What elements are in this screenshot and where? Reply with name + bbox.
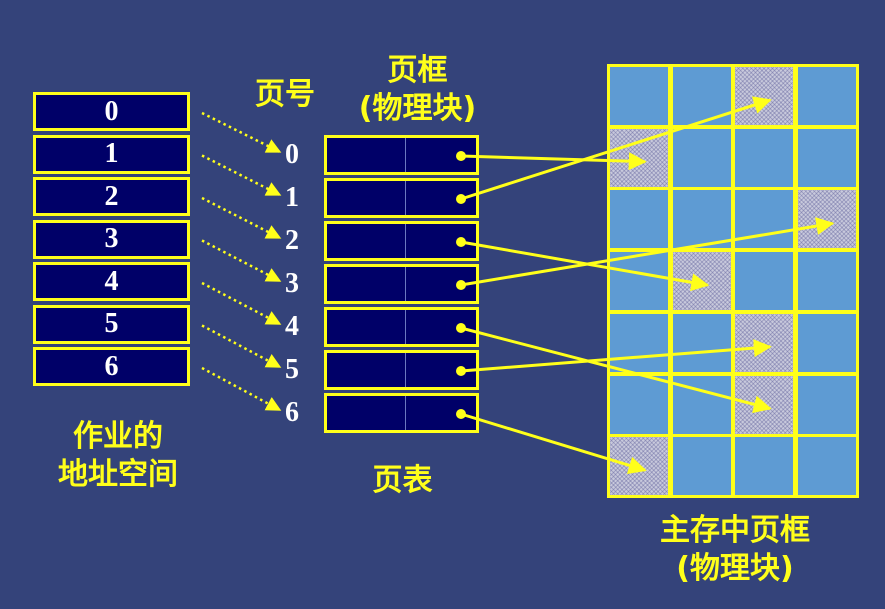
address-space-table: 0 1 2 3 4 5 6 bbox=[33, 92, 198, 392]
memory-frame-free bbox=[672, 375, 731, 434]
page-number-label: 6 bbox=[285, 397, 299, 428]
page-number-label: 5 bbox=[285, 354, 299, 385]
memory-frame-free bbox=[797, 437, 856, 496]
address-page-5: 5 bbox=[33, 304, 190, 344]
address-space-label: 作业的 地址空间 bbox=[28, 418, 208, 494]
page-table-row bbox=[324, 393, 479, 433]
address-page-number: 4 bbox=[104, 265, 119, 297]
memory-frame-free bbox=[610, 67, 668, 125]
page-table-row bbox=[324, 307, 479, 347]
memory-frame-free bbox=[672, 67, 731, 125]
memory-frame-free bbox=[672, 437, 731, 496]
address-page-3: 3 bbox=[33, 219, 190, 259]
page-number-dotted-arrow bbox=[201, 281, 282, 326]
memory-frame-free bbox=[797, 128, 856, 187]
page-table-title-line1: 页框 bbox=[387, 53, 448, 88]
page-number-dotted-arrow bbox=[201, 111, 282, 154]
memory-frame-free bbox=[672, 190, 731, 249]
memory-frame-occupied bbox=[735, 313, 793, 372]
page-table-row bbox=[324, 264, 479, 304]
page-table-row bbox=[324, 178, 479, 218]
page-number-label: 1 bbox=[285, 182, 299, 213]
memory-frame-free bbox=[672, 313, 731, 372]
page-table-row bbox=[324, 221, 479, 261]
main-memory-label-line1: 主存中页框 bbox=[660, 513, 810, 548]
address-space-label-line2: 地址空间 bbox=[58, 457, 178, 492]
memory-frame-free bbox=[735, 437, 793, 496]
address-page-4: 4 bbox=[33, 262, 190, 301]
memory-frame-occupied bbox=[735, 375, 793, 434]
memory-frame-free bbox=[735, 252, 793, 311]
page-number-label: 2 bbox=[285, 225, 299, 256]
page-number-label: 4 bbox=[285, 311, 299, 342]
address-space-label-line1: 作业的 bbox=[73, 419, 163, 454]
memory-frame-free bbox=[735, 128, 793, 187]
memory-frame-occupied bbox=[610, 128, 668, 187]
page-number-dotted-arrow bbox=[201, 196, 282, 240]
address-page-number: 0 bbox=[104, 95, 119, 127]
page-number-dotted-arrow bbox=[201, 366, 282, 412]
page-number-column: 0 1 2 3 4 5 6 bbox=[285, 135, 325, 435]
memory-frame-occupied bbox=[735, 67, 793, 125]
memory-frame-free bbox=[610, 313, 668, 372]
page-table-caption: 页表 bbox=[372, 463, 433, 498]
page-number-label: 0 bbox=[285, 139, 299, 170]
page-table-title-line2: (物理块) bbox=[358, 91, 477, 126]
memory-frame-free bbox=[797, 252, 856, 311]
memory-frame-free bbox=[610, 252, 668, 311]
memory-frame-free bbox=[610, 190, 668, 249]
address-page-number: 2 bbox=[104, 180, 119, 212]
address-page-6: 6 bbox=[33, 347, 190, 386]
memory-frame-free bbox=[797, 313, 856, 372]
page-number-label: 3 bbox=[285, 268, 299, 299]
memory-frame-occupied bbox=[610, 437, 668, 496]
address-page-number: 3 bbox=[104, 223, 119, 254]
page-table-row bbox=[324, 135, 479, 175]
address-page-number: 1 bbox=[104, 138, 119, 169]
page-number-dotted-arrow bbox=[201, 239, 282, 283]
page-table bbox=[324, 135, 484, 440]
memory-frame-occupied bbox=[672, 252, 731, 311]
memory-frame-free bbox=[610, 375, 668, 434]
main-memory-label-line2: (物理块) bbox=[676, 551, 794, 586]
page-number-dotted-arrow bbox=[201, 154, 282, 197]
address-page-1: 1 bbox=[33, 134, 190, 174]
address-page-0: 0 bbox=[33, 92, 190, 131]
page-number-dotted-arrow bbox=[201, 324, 282, 369]
memory-frame-occupied bbox=[797, 190, 856, 249]
address-page-number: 6 bbox=[104, 350, 119, 382]
main-memory-grid bbox=[607, 64, 859, 498]
memory-frame-free bbox=[672, 128, 731, 187]
page-number-title: 页号 bbox=[255, 77, 315, 112]
address-page-number: 5 bbox=[104, 308, 119, 339]
page-table-title: 页框 (物理块) bbox=[330, 52, 505, 128]
main-memory-label: 主存中页框 (物理块) bbox=[630, 512, 840, 588]
address-page-2: 2 bbox=[33, 177, 190, 216]
memory-frame-free bbox=[735, 190, 793, 249]
memory-frame-free bbox=[797, 67, 856, 125]
memory-frame-free bbox=[797, 375, 856, 434]
page-table-row bbox=[324, 350, 479, 390]
